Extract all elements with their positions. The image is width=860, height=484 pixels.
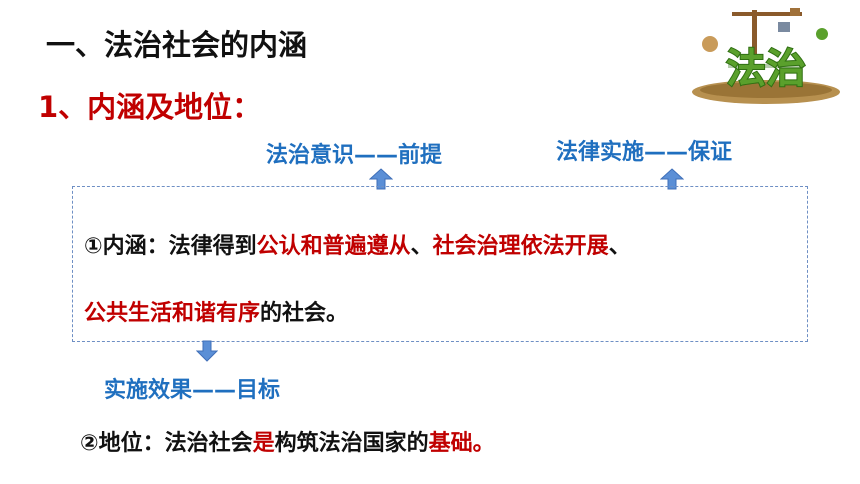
highlight-foundation: 基础。	[428, 431, 495, 456]
highlight-governance: 社会治理依法开展	[432, 234, 609, 259]
logo-text: 法治	[726, 46, 806, 92]
status-line: ②地位：法治社会是构筑法治国家的基础。	[80, 425, 495, 457]
definition-box	[72, 186, 808, 342]
highlight-is: 是	[252, 431, 275, 456]
rule-of-law-logo: 法治	[692, 8, 840, 104]
goal-label: 实施效果——目标	[104, 378, 281, 403]
arrow-up-icon	[660, 168, 684, 190]
premise-label: 法治意识——前提	[266, 143, 443, 168]
arrow-up-icon	[369, 168, 393, 190]
definition-line-2: 公共生活和谐有序的社会。	[84, 295, 348, 327]
status-mid: 构筑法治国家的	[274, 431, 429, 456]
guarantee-label: 法律实施——保证	[556, 140, 733, 165]
page-title: 一、法治社会的内涵	[46, 28, 308, 62]
definition-line-1: ①内涵：法律得到公认和普遍遵从、社会治理依法开展、	[84, 228, 631, 260]
definition-suffix: 的社会。	[260, 301, 349, 326]
definition-prefix: ①内涵：法律得到	[84, 234, 257, 259]
separator: 、	[608, 234, 631, 259]
status-prefix: ②地位：法治社会	[80, 431, 253, 456]
arrow-down-icon	[196, 340, 218, 362]
highlight-public-life: 公共生活和谐有序	[84, 301, 261, 326]
separator: 、	[410, 234, 433, 259]
highlight-recognition: 公认和普遍遵从	[256, 234, 411, 259]
section-title: 1、内涵及地位：	[38, 90, 262, 124]
